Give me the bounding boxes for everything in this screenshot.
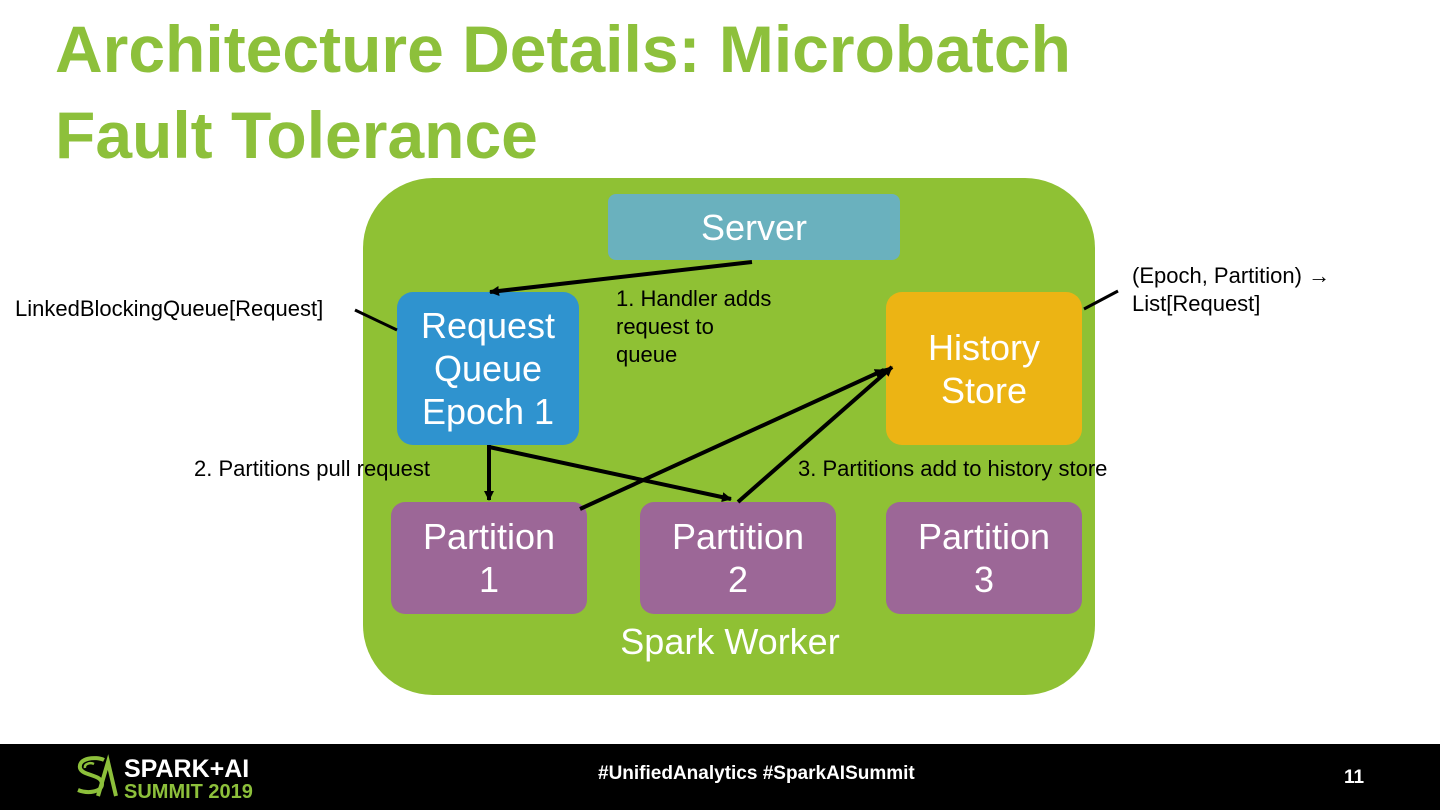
slide-title: Architecture Details: Microbatch Fault T… <box>55 6 1355 178</box>
queue-type-note: LinkedBlockingQueue[Request] <box>15 296 324 321</box>
partition-3-box: Partition 3 <box>886 502 1082 614</box>
step-1-line-3: queue <box>616 342 678 367</box>
step-2-note: 2. Partitions pull request <box>194 456 431 481</box>
spark-ai-summit-logo: SPARK+AI SUMMIT 2019 <box>72 754 272 803</box>
history-type-line-1: (Epoch, Partition) → <box>1132 263 1331 288</box>
logo-wordmark: SPARK+AI <box>124 755 250 783</box>
history-store-box: History Store <box>886 292 1082 445</box>
partition-2-label: Partition <box>671 516 805 557</box>
request-queue-box: Request Queue Epoch 1 <box>397 292 579 445</box>
step-1-line-1: 1. Handler adds <box>616 286 772 311</box>
partition-3-number: 3 <box>973 559 995 600</box>
slide-footer: SPARK+AI SUMMIT 2019 #UnifiedAnalytics #… <box>0 744 1440 810</box>
partition-1-number: 1 <box>478 559 500 600</box>
partition-1-label: Partition <box>422 516 556 557</box>
step-1-line-2: request to <box>616 314 714 339</box>
partition-2-number: 2 <box>727 559 749 600</box>
request-queue-line-3: Epoch 1 <box>421 391 555 432</box>
partition-2-box: Partition 2 <box>640 502 836 614</box>
server-box: Server <box>608 194 900 260</box>
request-queue-line-2: Queue <box>433 348 543 389</box>
history-store-line-2: Store <box>940 369 1028 411</box>
title-line-1: Architecture Details: Microbatch <box>55 12 1071 86</box>
page-number: 11 <box>1344 767 1365 788</box>
partition-1-box: Partition 1 <box>391 502 587 614</box>
spark-ai-logo-icon <box>77 754 118 797</box>
footer-hashtags: #UnifiedAnalytics #SparkAISummit <box>598 763 915 784</box>
step-1-note: 1. Handler adds request to queue <box>616 285 771 369</box>
partition-3-label: Partition <box>917 516 1051 557</box>
title-line-2: Fault Tolerance <box>55 98 538 172</box>
step-3-note: 3. Partitions add to history store <box>798 456 1108 481</box>
history-type-note: (Epoch, Partition) → List[Request] <box>1132 262 1330 318</box>
request-queue-line-1: Request <box>420 305 556 346</box>
history-type-line-2: List[Request] <box>1132 291 1261 316</box>
spark-worker-label: Spark Worker <box>620 621 840 662</box>
history-store-line-1: History <box>927 326 1040 368</box>
server-label: Server <box>700 206 808 248</box>
logo-subtitle: SUMMIT 2019 <box>124 781 253 803</box>
